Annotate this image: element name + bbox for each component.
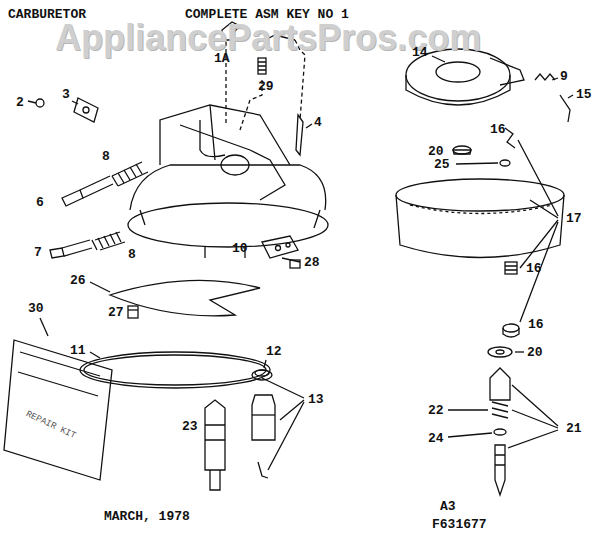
callout-number: 12 [266, 345, 282, 358]
callout-number: 6 [36, 196, 44, 209]
callout-number: 23 [182, 420, 198, 433]
kit-label: REPAIR KIT [24, 410, 77, 441]
callout-number: 3 [62, 88, 70, 101]
callout-number: 16 [528, 318, 544, 331]
callout-number: 26 [70, 274, 86, 287]
callout-number: 21 [566, 422, 582, 435]
callout-number: 4 [314, 116, 322, 129]
callout-number: 10 [232, 242, 248, 255]
assembly-title: COMPLETE ASM KEY NO 1 [185, 8, 349, 21]
callout-number: 8 [128, 248, 136, 261]
callout-number: 20 [428, 145, 444, 158]
figure-code: A3 [440, 500, 456, 513]
callout-number: 8 [102, 150, 110, 163]
callout-number: 14 [412, 46, 428, 59]
callout-number: 11 [70, 344, 86, 357]
callout-number: 25 [434, 158, 450, 171]
callout-number: 9 [560, 70, 568, 83]
callout-number: 22 [428, 404, 444, 417]
callout-number: 27 [108, 306, 124, 319]
callout-number: 15 [576, 88, 592, 101]
callout-number: 24 [428, 432, 444, 445]
callout-number: 7 [34, 246, 42, 259]
callout-number: 13 [308, 393, 324, 406]
callout-number: 29 [258, 80, 274, 93]
callout-number: 1A [214, 52, 230, 65]
date-note: MARCH, 1978 [104, 510, 190, 523]
callout-number: 30 [28, 302, 44, 315]
callout-number: 20 [527, 346, 543, 359]
callout-number: 2 [16, 96, 24, 109]
callout-number: 16 [490, 123, 506, 136]
callout-number: 16 [526, 262, 542, 275]
figure-code: F631677 [432, 518, 487, 531]
callout-number: 28 [304, 256, 320, 269]
callout-number: 17 [566, 212, 582, 225]
assembly-title: CARBURETOR [8, 8, 86, 21]
